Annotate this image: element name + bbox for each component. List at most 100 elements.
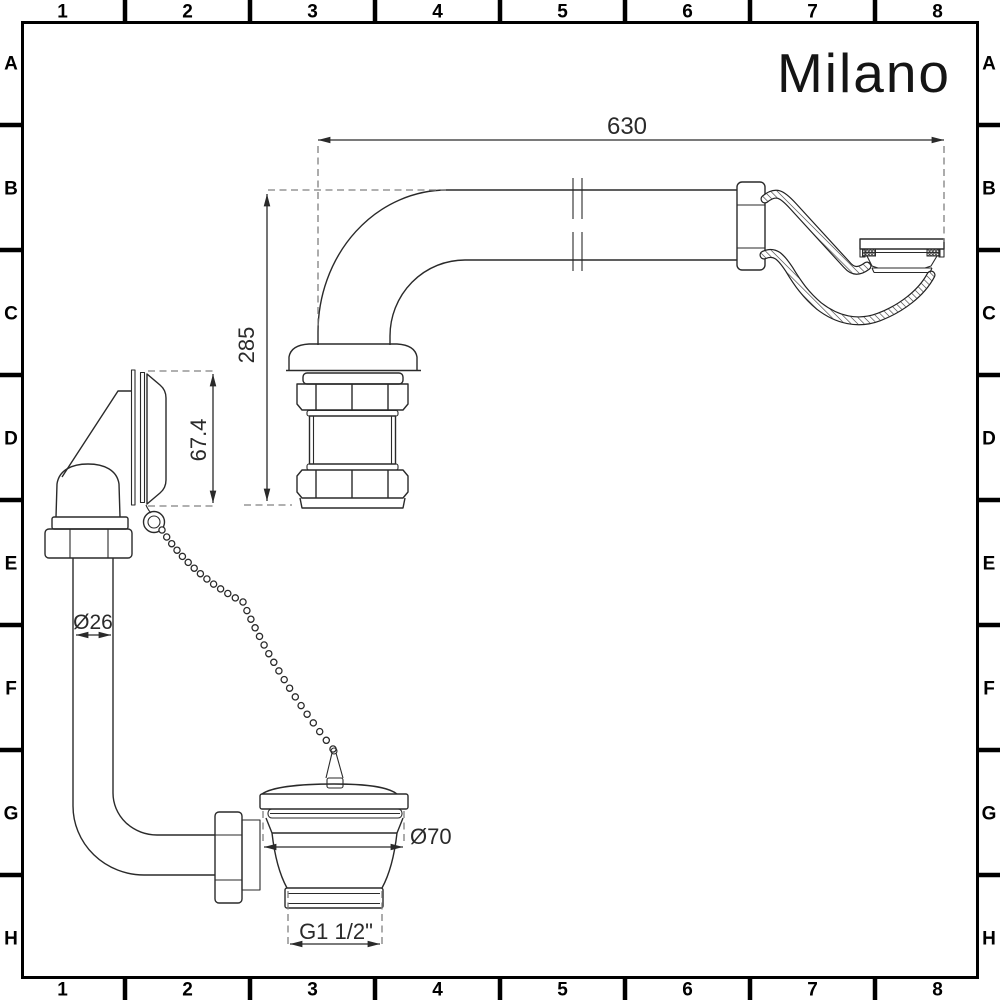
grid-col-label-top: 8 — [932, 2, 943, 23]
waste-grid-dome — [261, 783, 398, 795]
frame-border — [21, 21, 979, 979]
chain-link — [255, 632, 264, 641]
chain-link — [247, 615, 255, 623]
grid-col-label-bottom: 6 — [682, 980, 693, 1000]
chain-link — [265, 649, 273, 658]
elbow-nut-facets — [69, 529, 109, 558]
downpipe-outer-edge — [72, 558, 215, 876]
chain-link — [173, 546, 181, 554]
grid-col-label-top: 2 — [182, 2, 193, 23]
elbow-flange — [51, 516, 129, 530]
elbow-hex-nut — [44, 528, 133, 559]
overflow-flange — [859, 238, 945, 274]
chain-link — [184, 558, 192, 567]
grid-row-label-left: B — [4, 179, 18, 200]
chain-link — [309, 719, 318, 727]
overflow-hex-nut — [736, 181, 766, 271]
waste-inlet-collar — [241, 819, 261, 891]
upper-compression-nut — [296, 383, 409, 411]
grid-col-label-top: 4 — [432, 2, 443, 23]
chain-link — [315, 727, 324, 736]
plug-chain — [158, 526, 337, 753]
pipe-inner-edge — [389, 259, 737, 345]
grid-row-label-left: D — [4, 429, 18, 450]
overflow-pipe-assembly — [286, 178, 945, 509]
chain-link — [216, 585, 225, 593]
bail-loop — [330, 747, 338, 755]
waste-outlet — [284, 887, 384, 909]
waste-inlet-nut — [214, 811, 243, 904]
grid-row-label-right: A — [982, 54, 996, 75]
grid-row-label-left: C — [4, 304, 18, 325]
dim-label-plug-face: 67.4 — [186, 419, 211, 462]
chain-link — [203, 575, 211, 583]
dimension-annotations: 630 285 67.4 Ø26 Ø70 G1 1/2" — [73, 113, 945, 948]
overflow-washer-right — [926, 248, 941, 257]
grid-row-label-right: H — [982, 929, 996, 950]
dim-label-overall-length: 630 — [607, 113, 647, 140]
dim-label-outlet-thread: G1 1/2" — [299, 919, 373, 944]
overflow-washer-left — [862, 248, 876, 257]
chain-link — [224, 589, 232, 598]
waste-body-sides — [271, 832, 398, 889]
chain-link — [303, 710, 311, 718]
plug-ring-inner — [147, 515, 161, 529]
overflow-body-detail — [866, 255, 938, 274]
chain-link — [239, 598, 247, 606]
grid-col-label-bottom: 3 — [307, 980, 318, 1000]
pipe-break-symbol — [572, 178, 583, 271]
grid-col-label-top: 1 — [57, 2, 68, 23]
grid-row-label-left: H — [4, 929, 18, 950]
grid-row-label-right: B — [982, 179, 996, 200]
chain-link — [280, 675, 288, 684]
waste-inlet-nut-facets — [215, 834, 242, 881]
chain-link — [209, 580, 218, 588]
elbow-dome — [55, 463, 121, 518]
brand-logo: Milano — [777, 42, 951, 104]
grid-col-label-bottom: 2 — [182, 980, 193, 1000]
chain-link — [190, 564, 198, 572]
chain-link — [243, 606, 251, 615]
grid-row-label-left: A — [4, 54, 18, 75]
chain-link — [270, 658, 278, 667]
grid-row-label-left: G — [4, 804, 19, 825]
barrel-inner-walls — [312, 416, 393, 464]
corrugated-hose-lower — [759, 248, 936, 326]
plug-elbow-assembly — [44, 369, 261, 904]
ext-lines-g1 — [287, 891, 383, 948]
chain-link — [178, 552, 187, 561]
grid-row-label-right: E — [983, 554, 996, 575]
waste-top-flange — [259, 793, 409, 810]
plug-seal-plate — [139, 371, 146, 504]
connector-barrel — [308, 415, 397, 465]
chain-link — [275, 667, 283, 675]
lower-compression-nut — [296, 469, 409, 499]
waste-seal-band — [267, 808, 403, 819]
lower-nut-chamfer — [299, 497, 406, 509]
chain-link — [251, 624, 259, 632]
overflow-flange-plate — [859, 238, 945, 250]
chain-link — [158, 526, 166, 534]
grid-row-label-left: E — [5, 554, 18, 575]
grid-col-label-top: 6 — [682, 2, 693, 23]
chain-link — [196, 569, 205, 578]
grid-row-label-right: F — [983, 679, 995, 700]
upper-nut-collar — [306, 409, 399, 417]
plug-backplate — [130, 369, 136, 506]
bath-waste-body — [259, 747, 409, 909]
dim-label-overall-height: 285 — [234, 327, 259, 364]
downpipe-inner-edge — [112, 558, 215, 836]
tail-flange-cap — [286, 343, 421, 372]
grid-col-label-bottom: 8 — [932, 980, 943, 1000]
chain-link — [260, 641, 268, 649]
grid-col-label-top: 5 — [557, 2, 568, 23]
grid-col-label-top: 7 — [807, 2, 818, 23]
grid-row-label-right: D — [982, 429, 996, 450]
ext-lines-dia70 — [262, 811, 405, 843]
corrugated-hose-upper — [760, 189, 872, 275]
waste-outlet-threads — [288, 892, 380, 905]
